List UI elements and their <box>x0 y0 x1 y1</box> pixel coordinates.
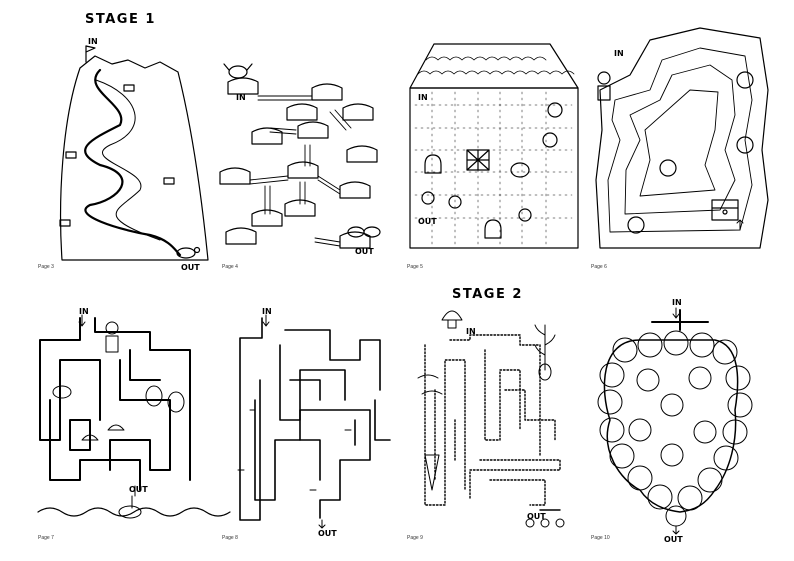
maze-7-dotted <box>418 311 564 527</box>
skull-icon <box>628 72 753 233</box>
maze-1-in-label: IN <box>88 37 98 46</box>
crab-icon <box>53 386 71 398</box>
crab-icon <box>348 227 380 237</box>
maze-7-in-label: IN <box>466 327 476 336</box>
ghost-icon <box>425 155 501 238</box>
page-label: Page 3 <box>38 264 54 270</box>
spiderweb-icon <box>467 150 489 170</box>
maze-8-in-label: IN <box>672 298 682 307</box>
carrot-icon <box>425 455 439 490</box>
maze-3-house <box>410 44 578 248</box>
turtle-icon <box>146 386 184 412</box>
maze-6-out-label: OUT <box>318 529 337 538</box>
skull-icon <box>519 103 562 221</box>
page-label: Page 7 <box>38 535 54 541</box>
maze-7-out-label: OUT <box>527 512 546 521</box>
maze-2-out-label: OUT <box>355 247 374 256</box>
maze-1-mountain <box>60 46 208 260</box>
spider-icon <box>422 192 461 208</box>
sailor-icon <box>106 322 118 352</box>
flag-icon <box>86 46 95 62</box>
page-label: Page 9 <box>407 535 423 541</box>
maze-2-in-label: IN <box>236 93 246 102</box>
maze-8-out-label: OUT <box>664 535 683 544</box>
maze-2-islands <box>220 64 380 248</box>
maze-6-vines <box>238 318 390 520</box>
page-label: Page 6 <box>591 264 607 270</box>
stage-2-title: STAGE 2 <box>452 287 523 302</box>
island-icon <box>220 78 377 248</box>
maze-6-in-label: IN <box>262 307 272 316</box>
lifebuoy-icon <box>119 506 141 518</box>
maze-4-cave <box>596 28 768 248</box>
maze-5-pipes <box>38 318 230 518</box>
turtle-icon <box>177 248 200 259</box>
arrow-icon <box>79 220 743 534</box>
page-label: Page 5 <box>407 264 423 270</box>
crab-icon <box>224 64 252 78</box>
page-label: Page 4 <box>222 264 238 270</box>
maze-8-grapes <box>598 310 752 526</box>
ladder-icon <box>250 96 351 246</box>
treasure-chest-icon <box>712 200 738 220</box>
maze-3-in-label: IN <box>418 93 428 102</box>
pirate-icon <box>598 72 610 100</box>
maze-4-in-label: IN <box>614 49 624 58</box>
maze-5-in-label: IN <box>79 307 89 316</box>
bone-icon <box>60 85 174 226</box>
maze-3-out-label: OUT <box>418 217 437 226</box>
stage-1-title: STAGE 1 <box>85 12 156 27</box>
page-label: Page 10 <box>591 535 610 541</box>
worm-icon <box>418 375 442 394</box>
jellyfish-icon <box>82 425 124 440</box>
bug-icon <box>526 519 564 527</box>
mushroom-icon <box>442 311 462 328</box>
maze-5-out-label: OUT <box>129 485 148 494</box>
page-label: Page 8 <box>222 535 238 541</box>
maze-1-out-label: OUT <box>181 263 200 272</box>
grape-icon <box>598 331 752 526</box>
pumpkin-icon <box>511 163 529 177</box>
plant-icon <box>535 325 555 380</box>
